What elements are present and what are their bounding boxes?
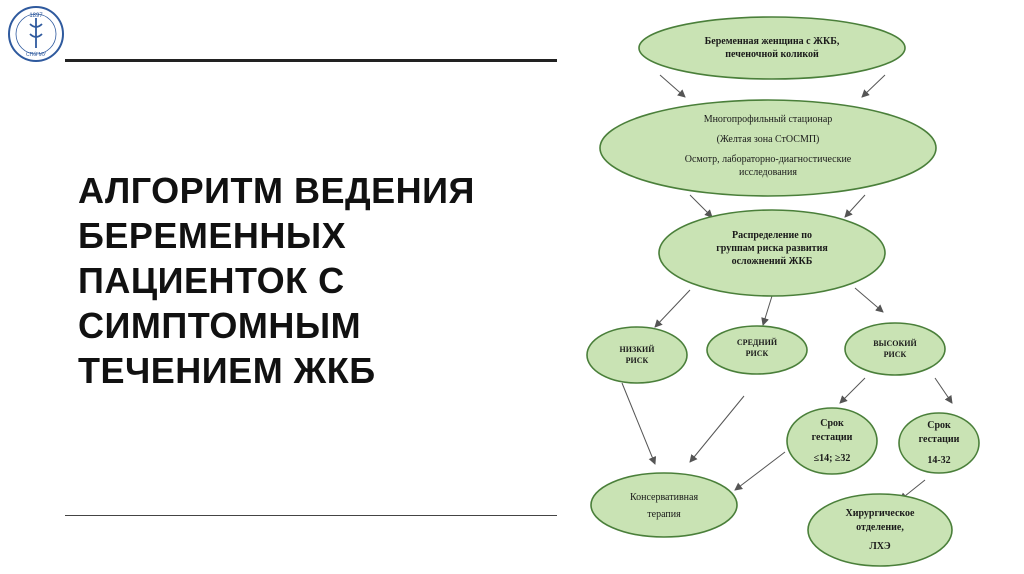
arrow-term1-conservative [734,451,786,491]
title-line-4: СИМПТОМНЫМ [78,305,362,346]
node3-line2: группам риска развития [716,243,828,254]
arrow-n1-n2-left [659,74,686,98]
term2-line1: Срок [927,420,951,431]
node-pregnant-woman: Беременная женщина с ЖКБ, печеночной кол… [638,16,906,80]
node-gestation-term-2: Срок гестации 14-32 [898,412,980,474]
title-line-1: АЛГОРИТМ ВЕДЕНИЯ [78,170,475,211]
top-divider [65,59,557,62]
university-logo: 1897 СПбГМУ [8,6,64,62]
mid-risk-line2: РИСК [746,349,769,358]
title-line-3: ПАЦИЕНТОК С [78,260,345,301]
node-surgical-department: Хирургическое отделение, ЛХЭ [807,493,953,567]
term2-line2: гестации [919,434,960,445]
bottom-divider [65,515,557,516]
node2-line1: Многопрофильный стационар [704,114,833,125]
arrow-n3-low [654,289,691,328]
node-hospital: Многопрофильный стационар (Желтая зона С… [599,99,937,197]
node-low-risk: НИЗКИЙ РИСК [586,326,688,384]
surgical-line2: отделение, [856,522,904,533]
arrow-mid-conservative [689,395,745,463]
logo-year: 1897 [29,13,43,19]
term1-line1: Срок [820,418,844,429]
node2-line4: исследования [739,167,797,178]
node3-line1: Распределение по [732,230,812,241]
logo-abbr: СПбГМУ [26,52,47,58]
surgical-line3: ЛХЭ [869,541,891,552]
term1-line2: гестации [812,432,853,443]
conservative-line2: терапия [647,509,681,520]
title-line-5: ТЕЧЕНИЕМ ЖКБ [78,350,376,391]
conservative-line1: Консервативная [630,492,699,503]
node-high-risk: ВЫСОКИЙ РИСК [844,322,946,376]
node3-line3: осложнений ЖКБ [732,256,813,267]
term1-line3: ≤14; ≥32 [814,453,851,464]
arrow-n3-mid [761,295,773,326]
surgical-line1: Хирургическое [846,508,916,519]
arrow-n1-n2-right [861,74,886,98]
node-mid-risk: СРЕДНИЙ РИСК [706,325,808,375]
high-risk-line1: ВЫСОКИЙ [873,339,917,348]
slide-title: АЛГОРИТМ ВЕДЕНИЯ БЕРЕМЕННЫХ ПАЦИЕНТОК С … [78,168,548,393]
node-conservative-therapy: Консервативная терапия [590,472,738,538]
mid-risk-line1: СРЕДНИЙ [737,338,778,347]
term2-line3: 14-32 [927,455,950,466]
title-line-2: БЕРЕМЕННЫХ [78,215,347,256]
node2-line3: Осмотр, лабораторно-диагностические [685,154,852,165]
node1-line1: Беременная женщина с ЖКБ, [705,36,840,47]
node-gestation-term-1: Срок гестации ≤14; ≥32 [786,407,878,475]
node1-line2: печеночной коликой [725,49,819,60]
node-risk-distribution: Распределение по группам риска развития … [658,209,886,297]
low-risk-line1: НИЗКИЙ [620,345,656,354]
arrow-n3-high [854,287,884,313]
high-risk-line2: РИСК [884,350,907,359]
arrow-n2-n3-left [689,194,713,218]
arrow-high-term1 [839,377,866,404]
arrow-low-conservative [621,382,657,465]
node2-line2: (Желтая зона СтОСМП) [717,134,820,145]
arrow-high-term2 [934,377,953,404]
low-risk-line2: РИСК [626,356,649,365]
arrow-n2-n3-right [844,194,866,218]
